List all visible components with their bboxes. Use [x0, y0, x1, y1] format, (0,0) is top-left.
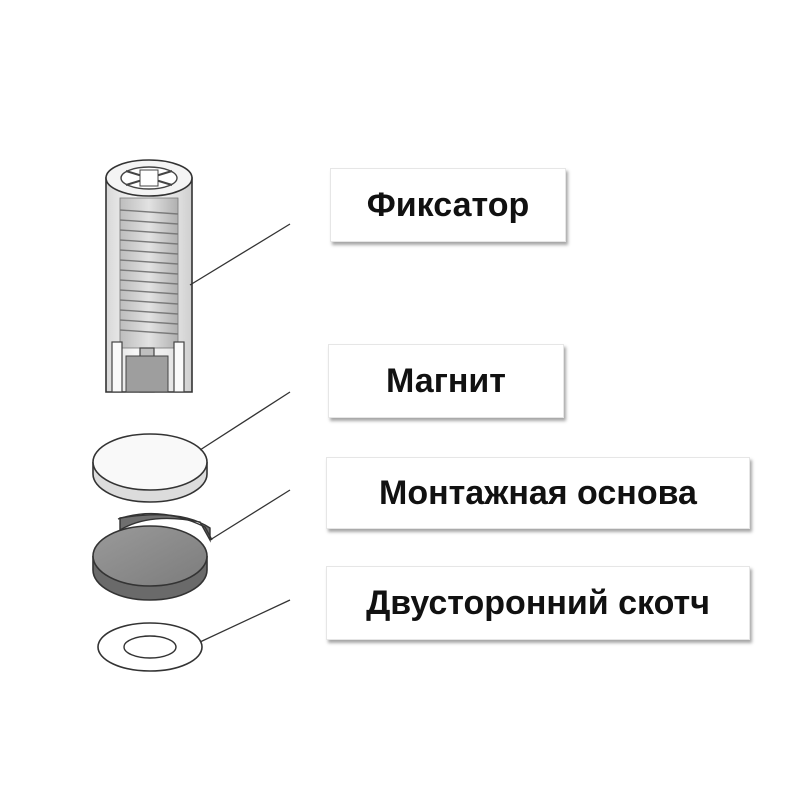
label-fixator-text: Фиксатор [366, 185, 530, 224]
leader-lines [189, 223, 291, 643]
label-tape: Двусторонний скотч [326, 566, 750, 640]
label-fixator: Фиксатор [330, 168, 566, 242]
label-mount-base-text: Монтажная основа [379, 473, 697, 512]
fixator-part [105, 159, 193, 393]
fixator-spring [119, 197, 179, 349]
label-tape-text: Двусторонний скотч [366, 583, 710, 622]
label-mount-base: Монтажная основа [326, 457, 750, 529]
leader-line-tape [199, 599, 291, 643]
tape-part [97, 622, 203, 672]
label-magnet: Магнит [328, 344, 564, 418]
leader-line-mount-base [209, 489, 291, 541]
leader-line-magnet [199, 391, 291, 451]
magnet-part [92, 433, 208, 503]
label-magnet-text: Магнит [386, 361, 506, 400]
leader-line-fixator [189, 223, 291, 286]
mount-base-part [92, 512, 213, 601]
